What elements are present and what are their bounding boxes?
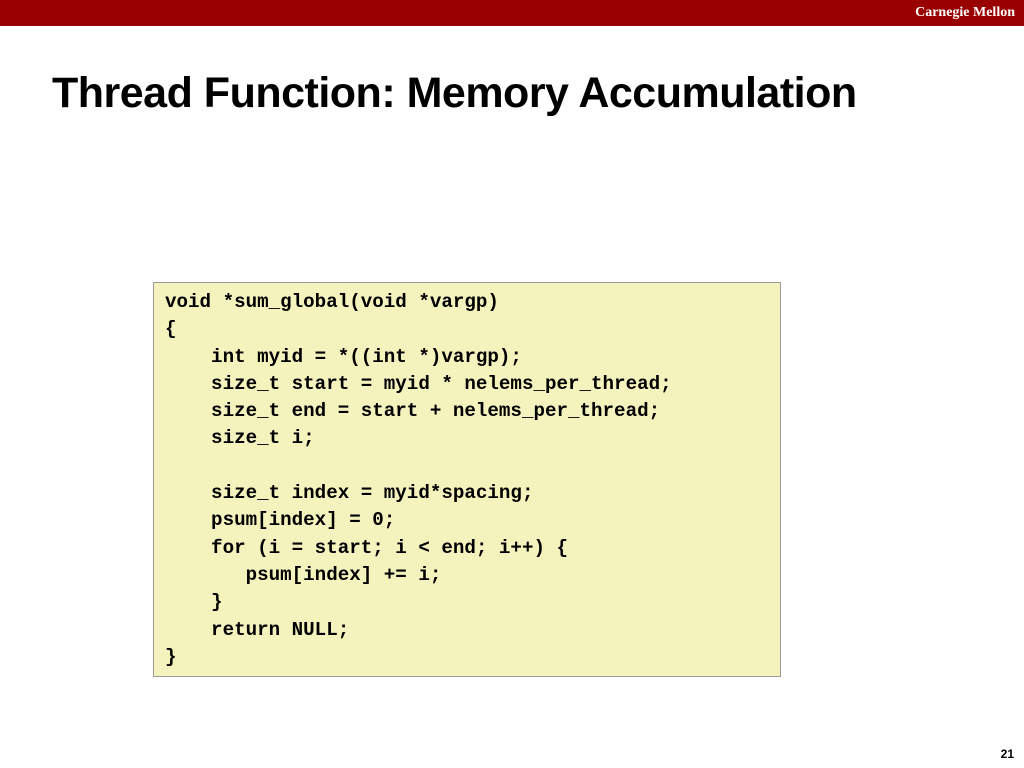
code-line: size_t i; [165,427,315,450]
code-line: } [165,645,177,668]
code-line: size_t index = myid*spacing; [165,482,534,505]
code-line: size_t end = start + nelems_per_thread; [165,400,661,423]
brand-label: Carnegie Mellon [915,5,1015,20]
code-line: void *sum_global(void *vargp) [165,291,499,313]
page-number: 21 [1000,747,1014,761]
code-line: return NULL; [165,618,350,641]
code-line: size_t start = myid * nelems_per_thread; [165,372,672,395]
code-line: } [165,591,223,614]
code-line: psum[index] = 0; [165,509,396,532]
code-block: void *sum_global(void *vargp) { int myid… [153,282,781,677]
code-line [165,453,780,480]
code-line: for (i = start; i < end; i++) { [165,536,569,559]
code-line: { [165,318,177,341]
code-line: int myid = *((int *)vargp); [165,345,522,368]
slide-title: Thread Function: Memory Accumulation [52,69,857,117]
code-line: psum[index] += i; [165,563,442,586]
header-bar: Carnegie Mellon [0,0,1024,26]
